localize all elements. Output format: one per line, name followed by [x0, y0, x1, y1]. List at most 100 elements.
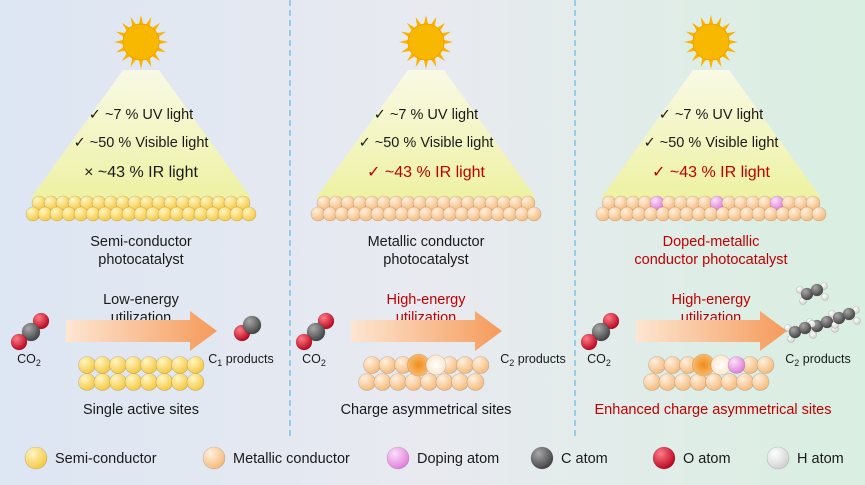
product-molecule [233, 315, 262, 342]
light-line: ✓ ~43 % IR light [652, 164, 770, 181]
sun-icon [399, 15, 453, 69]
sites-label: Enhanced charge asymmetrical sites [595, 402, 832, 418]
site-atom [389, 373, 407, 391]
site-atom [78, 373, 96, 391]
co2-molecule [295, 312, 335, 351]
site-atom [720, 373, 739, 391]
catalyst-atom [241, 206, 257, 222]
legend-label: O atom [683, 451, 731, 467]
sun-ray [138, 15, 144, 26]
legend-label: Doping atom [417, 451, 499, 467]
sun-ray [423, 15, 429, 26]
sun-ray [138, 58, 144, 69]
legend-item: C atom [530, 446, 608, 470]
sun-ray [114, 39, 125, 45]
site-atom [140, 356, 158, 374]
legend-swatch [652, 446, 676, 470]
site-atom [78, 356, 96, 374]
check-icon: ✓ [367, 164, 380, 181]
sun-ray [157, 39, 168, 45]
catalyst-name: photocatalyst [98, 252, 183, 268]
sun-ray [727, 39, 738, 45]
light-beam [601, 70, 821, 198]
light-label: ~7 % UV light [386, 107, 478, 123]
check-icon: ✓ [359, 135, 371, 151]
reactant-formula: CO [587, 352, 606, 366]
sun-ray [399, 39, 410, 45]
reactant-subscript: 2 [36, 358, 41, 368]
legend-label: Metallic conductor [233, 451, 350, 467]
light-label: ~7 % UV light [671, 107, 763, 123]
light-beam [31, 70, 251, 198]
site-atom [363, 356, 381, 374]
site-atom [674, 373, 692, 391]
catalyst-atom [235, 195, 251, 211]
site-atom [124, 356, 143, 374]
catalyst-layer [310, 195, 542, 222]
sites-label: Charge asymmetrical sites [341, 402, 512, 418]
light-line: ✓ ~7 % UV light [659, 107, 763, 123]
product-sub: 2 [509, 358, 514, 368]
product-suffix: products [799, 352, 850, 366]
legend-swatch [202, 446, 226, 470]
o-atom [32, 312, 50, 330]
c-atom [306, 322, 326, 342]
site-atom [420, 373, 438, 391]
product-prefix: C [208, 352, 217, 366]
catalyst-name: Semi-conductor [90, 234, 192, 250]
site-atom [648, 356, 666, 374]
utilization-label: High-energy [672, 292, 752, 308]
c-atom [21, 322, 41, 342]
light-line: ✓ ~7 % UV light [89, 107, 193, 123]
light-label: ~50 % Visible light [371, 135, 494, 151]
light-line: ✓ ~50 % Visible light [644, 135, 779, 151]
catalyst-layer [595, 195, 827, 222]
active-site-lattice [643, 353, 775, 391]
legend-label: C atom [561, 451, 608, 467]
light-label: ~50 % Visible light [656, 135, 779, 151]
sun-ray [684, 39, 695, 45]
h-atom [853, 317, 861, 325]
site-atom [435, 373, 454, 391]
legend-item: H atom [766, 446, 844, 470]
site-atom [109, 356, 127, 374]
c-atom [798, 321, 812, 335]
catalyst-atom [526, 206, 542, 222]
h-atom [821, 293, 829, 301]
product-label: C2 products [500, 352, 565, 368]
legend-swatch [24, 446, 48, 470]
product-prefix: C [785, 352, 794, 366]
product-label: C1 products [208, 352, 273, 368]
co2-molecule [10, 312, 50, 351]
co2-molecule [580, 312, 620, 351]
reactant-formula: CO [17, 352, 36, 366]
sun-ray [708, 15, 714, 26]
reactant-formula: CO [302, 352, 321, 366]
site-atom [140, 373, 158, 391]
light-line: ✓ ~50 % Visible light [359, 135, 494, 151]
site-atom [155, 373, 174, 391]
reactant-subscript: 2 [606, 358, 611, 368]
o-atom [602, 312, 620, 330]
panel-2: ✓ ~7 % UV light✓ ~50 % Visible light✓ ~4… [295, 15, 839, 418]
c-atom [810, 283, 824, 297]
site-atom [736, 373, 754, 391]
product-suffix: products [222, 352, 273, 366]
site-atom [663, 356, 682, 374]
h-atom [809, 331, 817, 339]
site-atom [756, 356, 775, 374]
light-line: ✓ ~7 % UV light [374, 107, 478, 123]
catalyst-atom [805, 195, 821, 211]
sun-ray [442, 39, 453, 45]
check-icon: ✓ [644, 135, 656, 151]
site-atom [171, 373, 189, 391]
utilization-label: Low-energy [103, 292, 180, 308]
sun-disc [692, 23, 730, 61]
site-atom [155, 356, 174, 374]
charge-poor-atom [425, 354, 447, 376]
catalyst-name: photocatalyst [383, 252, 468, 268]
reactant-label: CO2 [587, 352, 611, 368]
sun-icon [684, 15, 738, 69]
site-atom [373, 373, 392, 391]
